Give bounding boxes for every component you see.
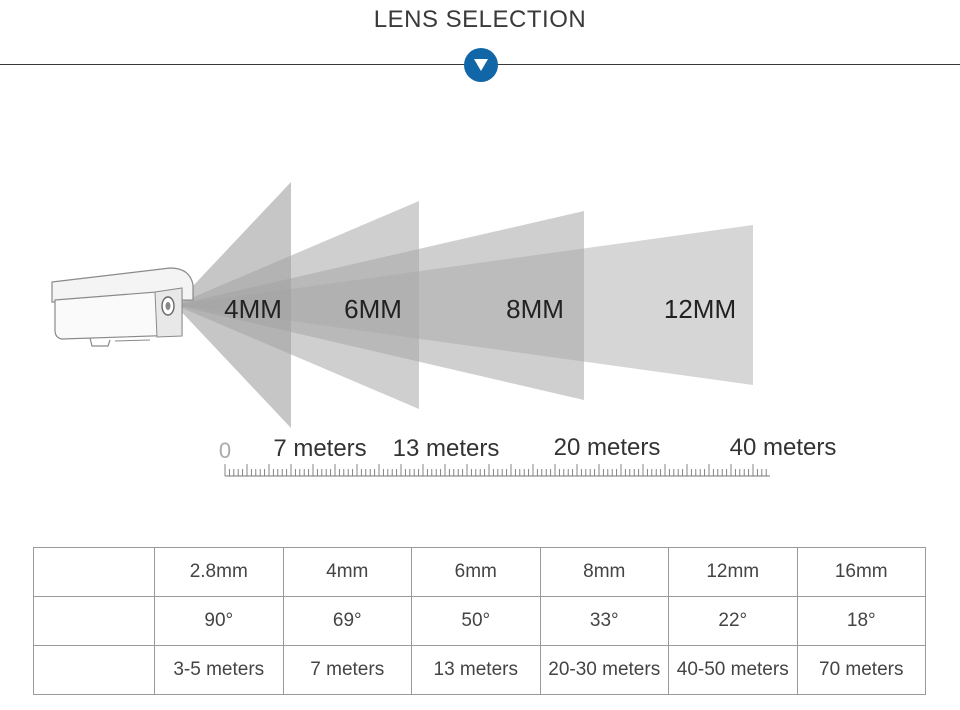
table-cell: 70 meters — [796, 645, 926, 695]
table-cell: 18° — [796, 596, 926, 646]
ruler-label: 20 meters — [554, 434, 661, 461]
beam-6mm — [175, 201, 419, 409]
page-title: LENS SELECTION — [373, 6, 587, 33]
table-cell: 8mm — [539, 547, 669, 597]
table-cell: 13 meters — [411, 645, 541, 695]
chevron-down-badge[interactable] — [464, 48, 498, 82]
table-cell: 40-50 meters — [668, 645, 798, 695]
table-cell: 4mm — [282, 547, 412, 597]
table-cell: 90° — [154, 596, 284, 646]
beam-label-4mm: 4MM — [224, 294, 282, 324]
table-cell: 7 meters — [282, 645, 412, 695]
table-cell: 22° — [668, 596, 798, 646]
beam-4mm — [175, 182, 291, 428]
chevron-down-icon — [474, 59, 488, 71]
row-header-cell — [33, 645, 155, 695]
table-cell: 12mm — [668, 547, 798, 597]
table-cell: 33° — [539, 596, 669, 646]
table-cell: 16mm — [796, 547, 926, 597]
beam-label-12mm: 12MM — [664, 294, 736, 324]
distance-ruler — [224, 464, 770, 477]
lens-coverage-diagram: 4MM 6MM 8MM 12MM 0 7 meters 13 meters 20… — [51, 182, 837, 477]
viewing-angle-row: 90°69°50°33°22°18° — [33, 596, 926, 646]
ruler-label: 40 meters — [730, 434, 837, 461]
row-header-cell — [33, 547, 155, 597]
table-cell: 20-30 meters — [539, 645, 669, 695]
beam-label-8mm: 8MM — [506, 294, 564, 324]
table-cell: 2.8mm — [154, 547, 284, 597]
ruler-zero-label: 0 — [219, 438, 231, 463]
beam-label-6mm: 6MM — [344, 294, 402, 324]
row-header-cell — [33, 596, 155, 646]
table-cell: 6mm — [411, 547, 541, 597]
camera-icon — [51, 267, 194, 347]
table-cell: 3-5 meters — [154, 645, 284, 695]
ruler-label: 7 meters — [273, 435, 366, 462]
table-cell: 69° — [282, 596, 412, 646]
ruler-label: 13 meters — [393, 435, 500, 462]
table-cell: 50° — [411, 596, 541, 646]
